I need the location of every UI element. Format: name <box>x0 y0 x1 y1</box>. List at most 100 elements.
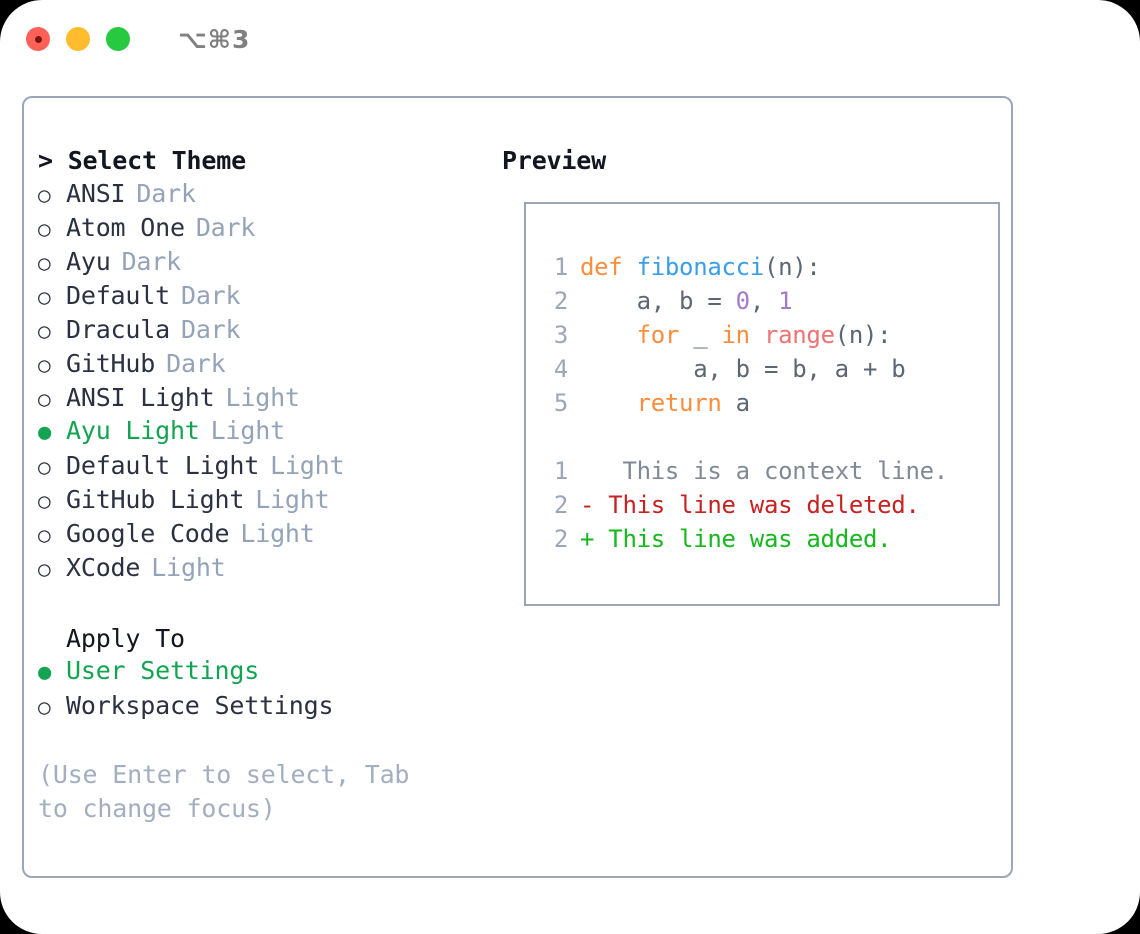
theme-option-label: GitHub <box>66 349 156 378</box>
line-number: 2 <box>553 491 568 519</box>
theme-option-ansi-light[interactable]: ○ ANSI Light Light <box>38 382 490 416</box>
radio-unselected-icon: ○ <box>38 217 51 241</box>
diff-sign: - <box>580 491 595 519</box>
code-token-num: 0 <box>735 287 750 315</box>
theme-option-github[interactable]: ○ GitHub Dark <box>38 348 490 382</box>
line-number: 4 <box>553 355 568 383</box>
theme-variant-tag: Dark <box>180 315 241 344</box>
radio-unselected-icon: ○ <box>38 353 51 377</box>
diff-line-text: + This line was added. <box>580 522 892 556</box>
code-token-plain: _ <box>679 321 722 349</box>
theme-variant-tag: Dark <box>166 349 226 378</box>
theme-option-default[interactable]: ○ Default Dark <box>38 280 490 314</box>
apply-to-option-label: Workspace Settings <box>66 691 334 720</box>
spacer <box>38 586 490 622</box>
code-token-plain <box>750 321 764 349</box>
theme-option-label: ANSI Light <box>66 383 215 412</box>
diff-sign: + <box>580 525 595 553</box>
diff-line-text: This is a context line. <box>580 454 948 488</box>
diff-line-add: 2 + This line was added. <box>540 522 992 556</box>
line-number: 2 <box>553 525 568 553</box>
theme-variant-tag: Dark <box>195 213 256 242</box>
radio-unselected-icon: ○ <box>38 557 51 581</box>
radio-selected-icon: ● <box>38 420 52 445</box>
theme-option-label: Default Light <box>66 451 260 480</box>
code-token-plain <box>580 389 637 417</box>
apply-to-option-workspace-settings[interactable]: ○ Workspace Settings <box>38 690 490 724</box>
code-line-text: return a <box>580 386 751 420</box>
diff-line-del: 2- This line was deleted. <box>540 488 992 522</box>
theme-option-google-code[interactable]: ○ Google Code Light <box>38 518 490 552</box>
theme-variant-tag: Light <box>240 519 315 548</box>
code-token-bi: range <box>763 321 835 349</box>
code-line: 2 a, b = 0, 1 <box>540 284 992 318</box>
line-number: 2 <box>553 287 568 315</box>
preview-heading: Preview <box>502 146 606 175</box>
theme-option-label: ANSI <box>66 179 126 208</box>
radio-selected-icon: ● <box>38 660 52 685</box>
theme-variant-tag: Dark <box>180 281 241 310</box>
keyboard-shortcut-label: ⌥⌘3 <box>178 24 251 54</box>
radio-unselected-icon: ○ <box>38 183 51 207</box>
apply-to-option-user-settings[interactable]: ●User Settings <box>38 656 490 690</box>
code-line: 5 return a <box>540 386 992 420</box>
code-line-text: a, b = b, a + b <box>580 352 906 386</box>
diff-line-context: 1 This is a context line. <box>540 454 992 488</box>
code-token-plain <box>622 253 636 281</box>
code-token-kw: return <box>636 389 722 417</box>
theme-variant-tag: Light <box>225 383 300 412</box>
theme-option-ansi[interactable]: ○ ANSI Dark <box>38 178 490 212</box>
line-number: 5 <box>553 389 568 417</box>
diff-content: This is a context line. <box>594 457 948 485</box>
radio-unselected-icon: ○ <box>38 251 51 275</box>
line-number: 3 <box>553 321 568 349</box>
theme-variant-tag: Dark <box>136 179 196 208</box>
maximize-button[interactable] <box>106 27 130 51</box>
keyboard-hint-text: (Use Enter to select, Tab to change focu… <box>38 760 410 823</box>
code-token-plain: a, b = b, a + b <box>580 355 906 383</box>
radio-unselected-icon: ○ <box>38 489 51 513</box>
theme-option-label: Default <box>66 281 170 310</box>
radio-unselected-icon: ○ <box>38 319 51 343</box>
code-token-punc: (n): <box>763 253 821 281</box>
code-token-kw: def <box>580 253 623 281</box>
radio-unselected-icon: ○ <box>38 523 51 547</box>
close-button[interactable] <box>26 27 50 51</box>
radio-unselected-icon: ○ <box>38 695 51 719</box>
diff-content: This line was added. <box>594 525 892 553</box>
diff-line-text: - This line was deleted. <box>580 488 920 522</box>
code-line-text: def fibonacci(n): <box>580 250 821 284</box>
theme-option-dracula[interactable]: ○ Dracula Dark <box>38 314 490 348</box>
code-token-num: 1 <box>778 287 793 315</box>
diff-block: 1 This is a context line.2- This line wa… <box>540 454 992 556</box>
code-token-punc: (n): <box>834 321 892 349</box>
radio-unselected-icon: ○ <box>38 285 51 309</box>
theme-option-label: Google Code <box>66 519 230 548</box>
code-token-kw: in <box>721 321 751 349</box>
minimize-button[interactable] <box>66 27 90 51</box>
apply-to-heading: Apply To <box>66 624 185 653</box>
radio-unselected-icon: ○ <box>38 387 51 411</box>
line-number: 1 <box>553 457 568 485</box>
code-token-plain: , <box>749 287 779 315</box>
diff-content: This line was deleted. <box>594 491 920 519</box>
theme-variant-tag: Light <box>255 485 330 514</box>
radio-unselected-icon: ○ <box>38 455 51 479</box>
code-token-plain: a, b = <box>580 287 736 315</box>
code-line: 3 for _ in range(n): <box>540 318 992 352</box>
code-line-text: a, b = 0, 1 <box>580 284 793 318</box>
code-line: 1 def fibonacci(n): <box>540 250 992 284</box>
theme-option-label: Dracula <box>66 315 170 344</box>
line-number: 1 <box>553 253 568 281</box>
code-token-fn: fibonacci <box>636 253 765 281</box>
